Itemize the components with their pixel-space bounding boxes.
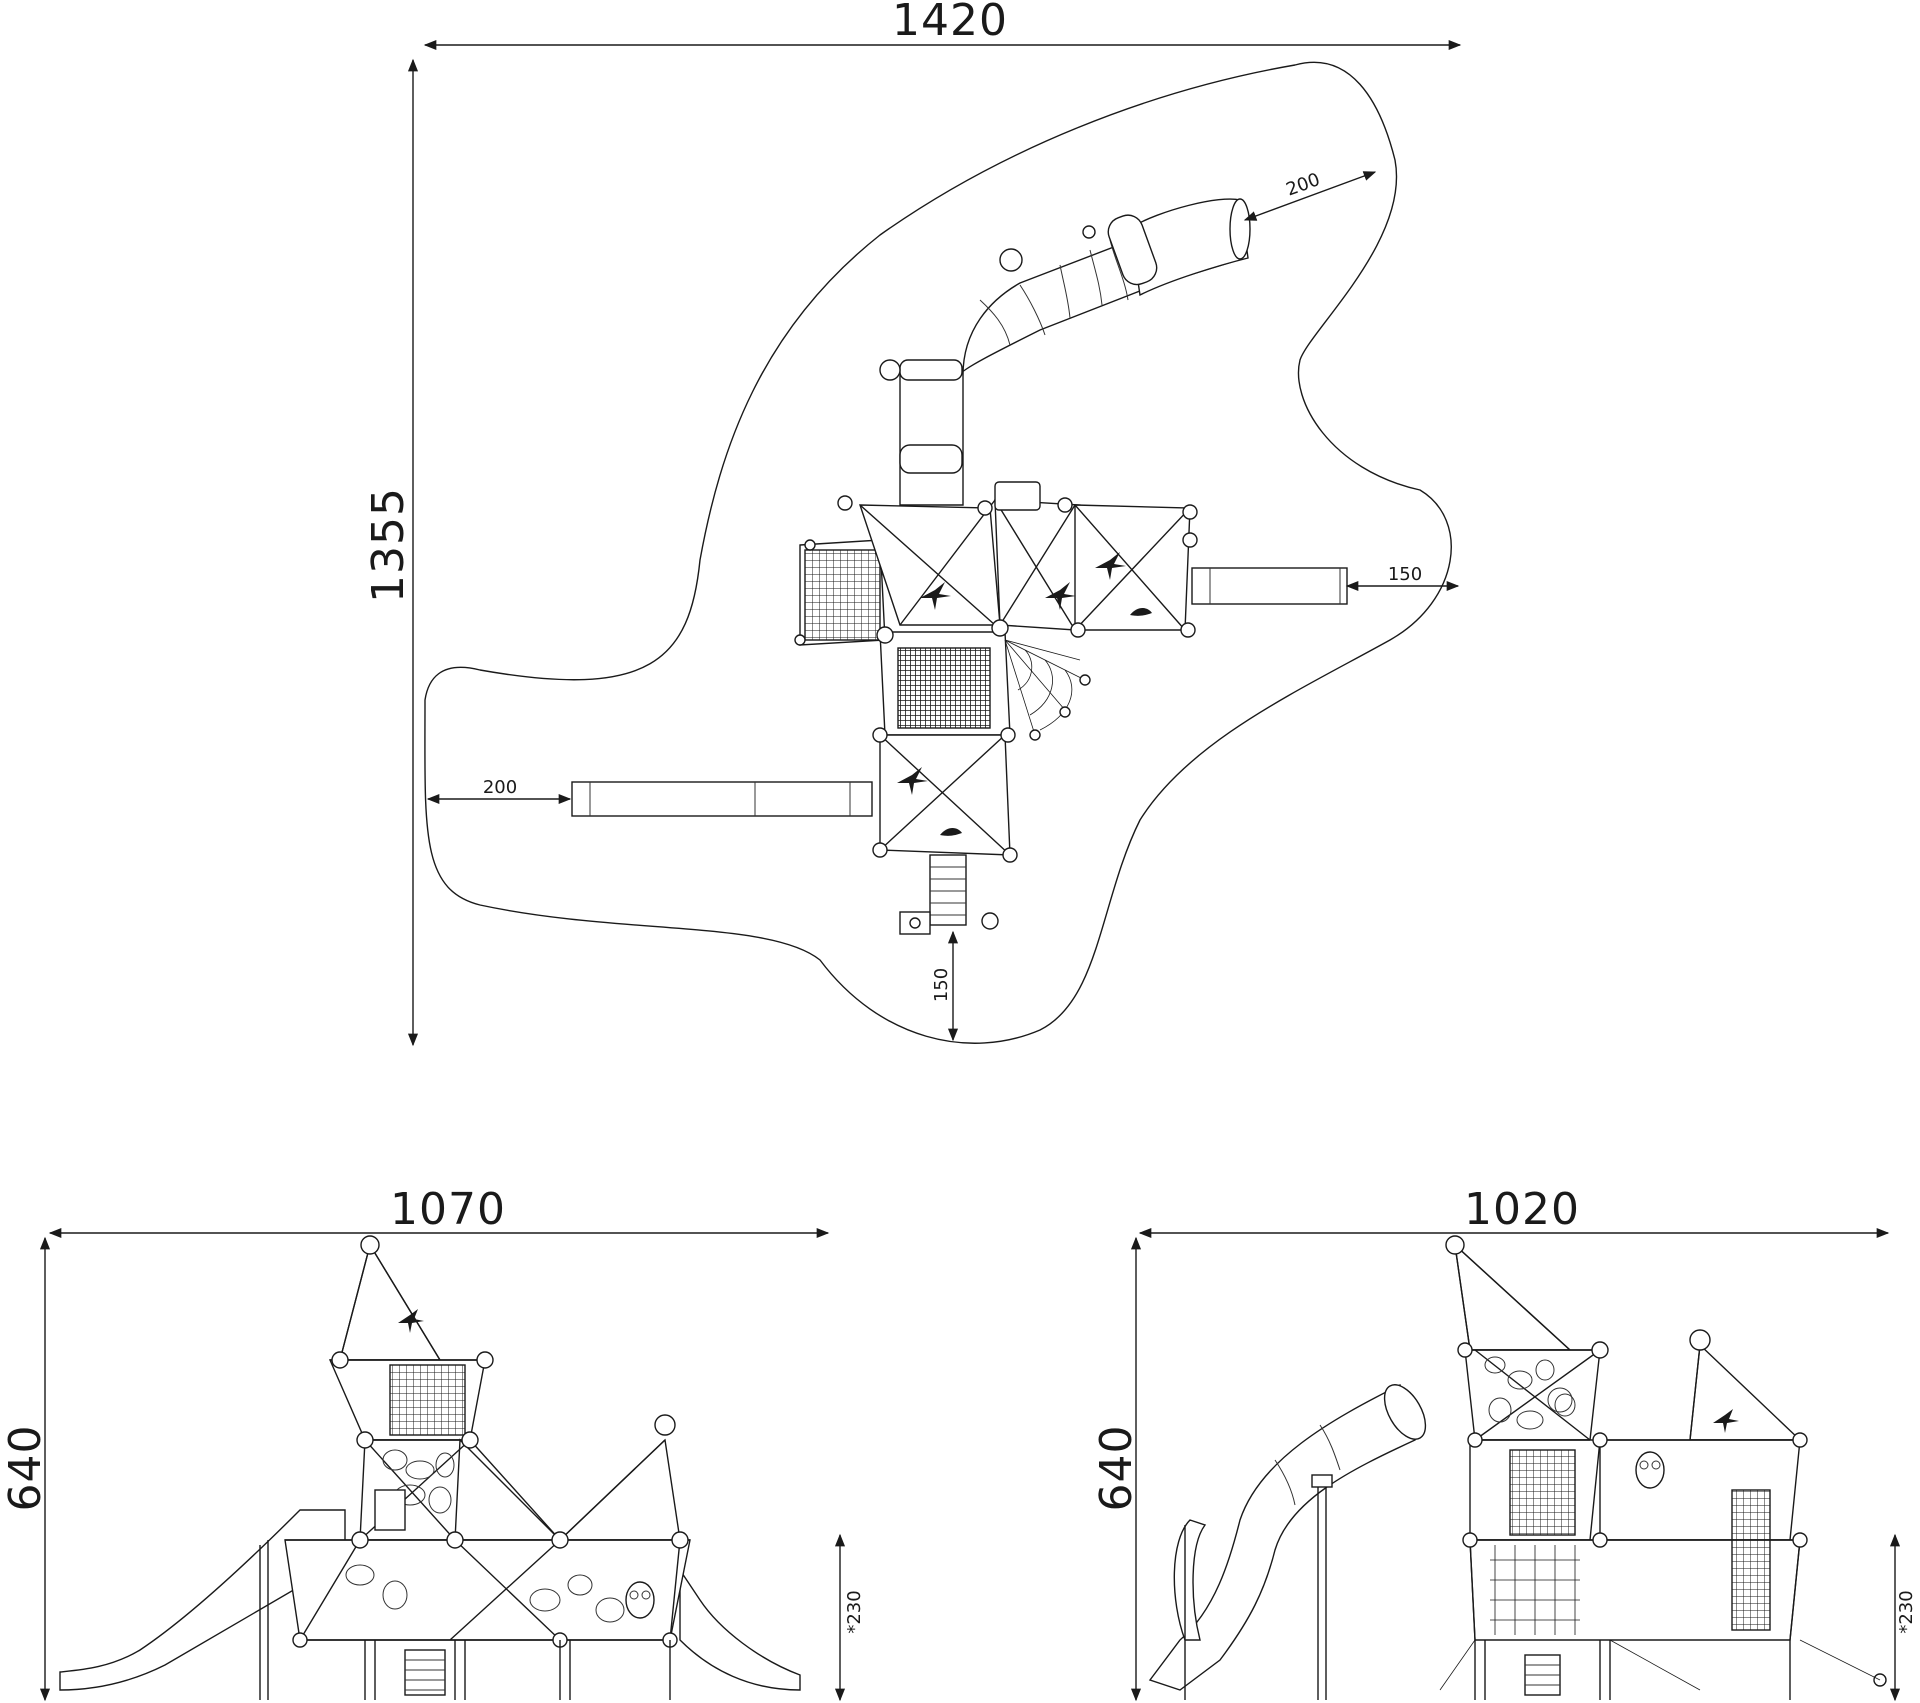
- front-elevation: 1070 640 *230: [0, 1184, 865, 1702]
- plan-width-dimension: 1420: [423, 0, 1462, 51]
- plan-height-dimension: 1355: [363, 58, 419, 1047]
- side-width-label: 1020: [1464, 1184, 1580, 1235]
- front-tower-frame: [284, 1235, 691, 1700]
- clearance-left-dimension: 200: [426, 777, 572, 805]
- plan-width-label: 1420: [892, 0, 1008, 46]
- side-platform-dimension: *230: [1889, 1533, 1917, 1702]
- bridge-right-plan: [1191, 567, 1348, 605]
- side-tube-slide: [1148, 1383, 1427, 1700]
- clearance-bottom-dimension: 150: [931, 930, 959, 1042]
- front-height-dimension: 640: [0, 1236, 51, 1702]
- side-elevation: 1020 640 *230: [1091, 1184, 1917, 1702]
- side-tower-frame: [1439, 1235, 1887, 1700]
- clearance-right-dimension: 150: [1345, 564, 1460, 592]
- front-small-slide: [679, 1567, 801, 1691]
- front-platform-dimension: *230: [834, 1533, 865, 1702]
- owl-motif: [625, 1581, 655, 1619]
- clearance-bottom-label: 150: [931, 968, 952, 1002]
- plan-height-label: 1355: [363, 487, 414, 603]
- front-height-label: 640: [0, 1425, 51, 1512]
- side-height-dimension: 640: [1091, 1236, 1142, 1702]
- front-width-label: 1070: [390, 1184, 506, 1235]
- ladder-plan: [899, 854, 999, 935]
- safety-zone-outline: [424, 61, 1452, 1044]
- side-platform-label: *230: [1896, 1590, 1917, 1633]
- clearance-slide-label: 200: [1283, 169, 1322, 200]
- side-owl-motif: [1635, 1451, 1665, 1489]
- clearance-right-label: 150: [1388, 564, 1422, 585]
- side-height-label: 640: [1091, 1425, 1142, 1512]
- side-width-dimension: 1020: [1138, 1184, 1890, 1239]
- tube-slide-plan: [879, 198, 1251, 506]
- clearance-slide-dimension: 200: [1243, 169, 1377, 221]
- front-straight-slide: [59, 1509, 346, 1691]
- plan-view: 1420 1355: [363, 0, 1462, 1047]
- straight-slide-plan: [571, 781, 873, 817]
- tower-structure-plan: [571, 481, 1348, 935]
- clearance-left-label: 200: [483, 777, 517, 798]
- front-width-dimension: 1070: [48, 1184, 830, 1239]
- spider-web-net: [1004, 639, 1091, 741]
- connector-nodes: [794, 481, 1198, 863]
- front-platform-label: *230: [844, 1590, 865, 1633]
